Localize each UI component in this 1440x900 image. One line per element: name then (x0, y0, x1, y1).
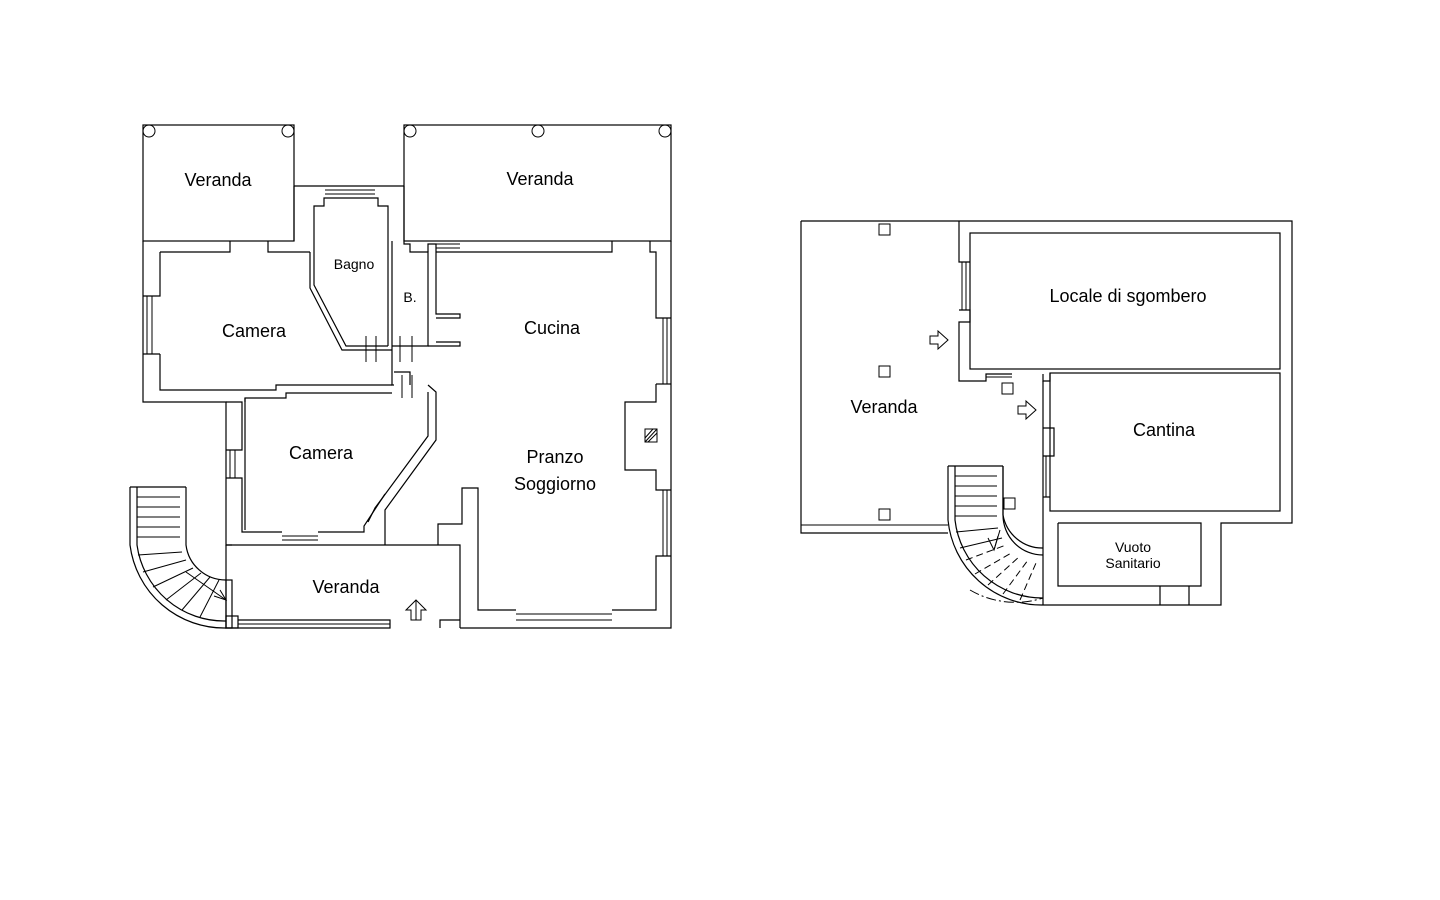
label-soggiorno: Soggiorno (514, 474, 596, 494)
label-bagno: Bagno (334, 256, 375, 272)
arrow-cantina-icon (1017, 399, 1037, 421)
entrance-arrow-icon (404, 599, 428, 621)
label-camera-2: Camera (289, 443, 354, 463)
label-pranzo: Pranzo (526, 447, 583, 467)
arrow-locale-icon (929, 329, 949, 351)
label-cantina: Cantina (1133, 420, 1196, 440)
veranda-top-left (142, 124, 295, 242)
label-camera-1: Camera (222, 321, 287, 341)
ground-floor-plan: Veranda Veranda Bagno B. Camera Cucina C… (129, 124, 672, 629)
spiral-stair-basement (947, 465, 1044, 606)
label-sanitario: Sanitario (1105, 555, 1160, 571)
label-locale-sgombero: Locale di sgombero (1049, 286, 1206, 306)
basement-plan: Locale di sgombero Veranda Cantina Vuoto… (800, 220, 1293, 606)
label-veranda-top-right: Veranda (506, 169, 574, 189)
spiral-stair-ground (129, 486, 239, 629)
ground-outer-walls (142, 185, 672, 629)
label-veranda-bottom: Veranda (312, 577, 380, 597)
label-vuoto: Vuoto (1115, 539, 1151, 555)
bagno-walls (293, 186, 461, 398)
veranda-top-right (403, 124, 672, 242)
label-veranda-top-left: Veranda (184, 170, 252, 190)
label-veranda-basement: Veranda (850, 397, 918, 417)
label-bagno-small: B. (403, 289, 416, 305)
label-cucina: Cucina (524, 318, 581, 338)
